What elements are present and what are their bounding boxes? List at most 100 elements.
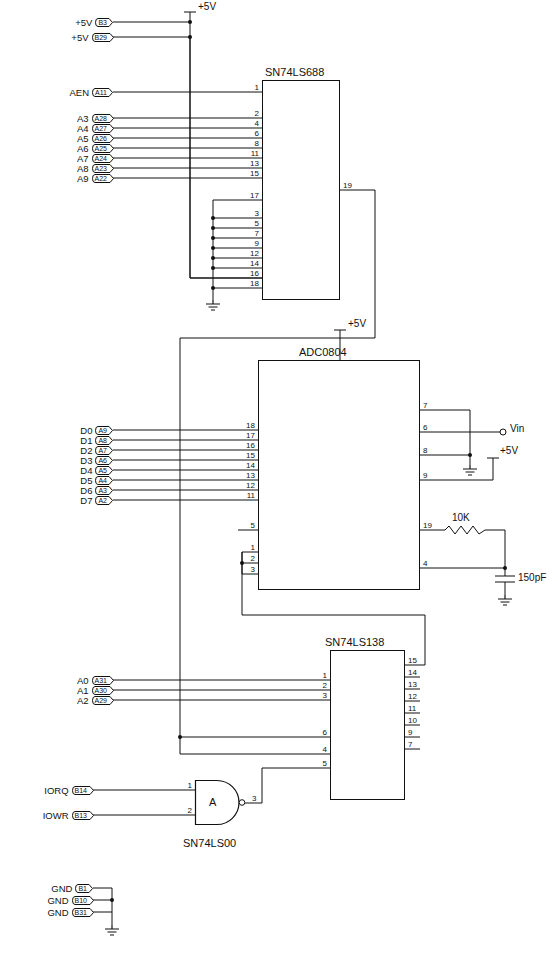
wire: [242, 552, 425, 665]
pin-id: B31: [72, 908, 93, 917]
wire: [93, 790, 195, 791]
pin-number: 11: [408, 704, 416, 713]
signal-label: Vin: [510, 423, 524, 434]
pin-id: B1: [75, 884, 93, 893]
pin-number: 9: [408, 728, 412, 737]
wire: [113, 148, 262, 149]
wire: [113, 22, 262, 278]
signal-name: D4: [80, 466, 92, 475]
wire: [113, 500, 258, 501]
signal-name: D7: [80, 496, 92, 505]
pin-number: 1: [323, 671, 327, 680]
signal-name: D0: [80, 426, 92, 435]
wire: [180, 190, 375, 754]
pin-number: 15: [250, 169, 259, 178]
edge-connector-pin: IOWRB13: [43, 811, 93, 820]
tag-outline: [95, 486, 113, 495]
ground-wire: [420, 410, 470, 465]
pin-id: A27: [92, 124, 113, 133]
edge-connector-pin: A6A25: [77, 144, 113, 153]
capacitor-symbol: [420, 568, 515, 595]
edge-connector-pin: +5VB3: [75, 18, 113, 27]
input-wire: [420, 432, 500, 433]
pin-number: 3: [252, 794, 256, 803]
signal-label: 10K: [452, 512, 470, 523]
signal-name: A9: [77, 174, 89, 183]
ground-symbol: [498, 595, 512, 605]
edge-connector-pin: A7A24: [77, 154, 113, 163]
signal-name: IOWR: [43, 811, 69, 820]
pin-number: 6: [323, 728, 327, 737]
pin-number: 18: [246, 421, 255, 430]
edge-connector-pin: D0A9: [80, 426, 113, 435]
tag-outline: [95, 426, 113, 435]
pin-number: 8: [423, 446, 427, 455]
wire: [93, 815, 195, 816]
edge-connector-pin: A8A23: [77, 164, 113, 173]
wire: [113, 440, 258, 441]
edge-connector-pin: A3A28: [77, 114, 113, 123]
pin-id: B3: [95, 18, 113, 27]
pin-number: 7: [255, 229, 259, 238]
ic-chip: SN74LS688: [262, 80, 340, 300]
signal-name: D5: [80, 476, 92, 485]
signal-name: GND: [47, 908, 68, 917]
wire: [113, 680, 330, 681]
tag-outline: [95, 18, 113, 27]
pin-id: A7: [95, 446, 113, 455]
tag-outline: [92, 696, 114, 705]
wire: [113, 168, 262, 169]
wire: [113, 460, 258, 461]
pin-id: A11: [92, 88, 113, 97]
signal-name: A3: [77, 114, 89, 123]
pin-id: A25: [92, 144, 113, 153]
tag-outline: [92, 164, 114, 173]
tag-outline: [92, 154, 114, 163]
wire: [113, 158, 262, 159]
reference-wire: [420, 458, 499, 480]
edge-connector-pin: D7A2: [80, 496, 113, 505]
pin-id: A6: [95, 456, 113, 465]
signal-label: +5V: [348, 318, 366, 329]
pin-id: A9: [95, 426, 113, 435]
wire: [113, 490, 258, 491]
wire: [113, 178, 262, 179]
pin-id: A22: [92, 174, 113, 183]
pin-number: 6: [255, 129, 259, 138]
pin-number: 4: [423, 559, 427, 568]
wire: [113, 480, 258, 481]
edge-connector-pin: A1A30: [77, 686, 113, 695]
pin-number: 19: [423, 521, 432, 530]
wire: [113, 700, 330, 701]
pin-number: 13: [250, 159, 259, 168]
wire: [113, 470, 258, 471]
pin-number: 11: [251, 149, 259, 158]
gate-symbol: [195, 780, 245, 825]
pin-number: 4: [255, 119, 259, 128]
nand-gate: ASN74LS00: [195, 780, 245, 825]
signal-name: D2: [80, 446, 92, 455]
inversion-bubble: [239, 800, 245, 806]
input-terminal: [500, 429, 506, 435]
signal-name: +5V: [71, 33, 88, 42]
pin-number: 12: [408, 692, 417, 701]
ground-bus: [213, 200, 262, 300]
pin-number: 4: [323, 745, 327, 754]
ic-chip: SN74LS138: [330, 650, 405, 800]
edge-connector-pin: D3A6: [80, 456, 113, 465]
pin-id: A8: [95, 436, 113, 445]
chip-name: SN74LS00: [183, 837, 236, 849]
wire: [113, 450, 258, 451]
signal-name: GND: [47, 896, 68, 905]
pin-number: 1: [251, 543, 255, 552]
tag-outline: [92, 88, 113, 97]
pin-number: 5: [323, 759, 327, 768]
signal-name: A6: [77, 144, 89, 153]
pin-id: A2: [95, 496, 113, 505]
tag-outline: [92, 124, 114, 133]
chip-name: SN74LS688: [265, 66, 324, 78]
tag-outline: [72, 896, 94, 905]
pin-id: B10: [72, 896, 93, 905]
edge-connector-pin: A5A26: [77, 134, 113, 143]
edge-connector-pin: D6A3: [80, 486, 113, 495]
